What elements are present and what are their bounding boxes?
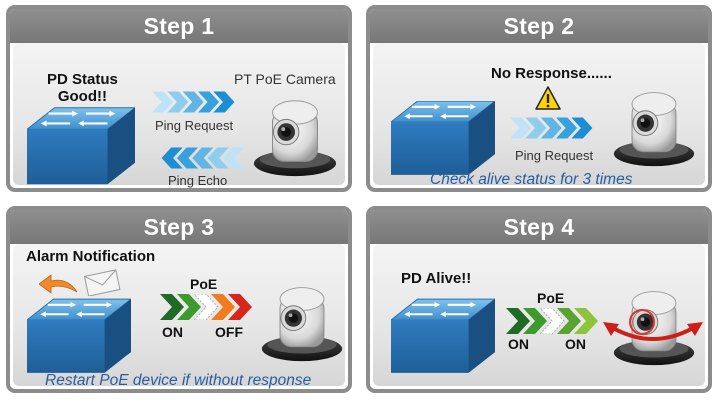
no-response-label: No Response...... <box>491 65 612 82</box>
camera-icon <box>259 278 345 364</box>
camera-icon <box>605 274 701 384</box>
camera-icon <box>251 91 339 179</box>
camera-label: PT PoE Camera <box>234 71 336 87</box>
step-1-body: PD Status Good!! PT PoE Camera Ping Requ… <box>13 43 345 188</box>
camera-icon <box>611 83 697 169</box>
ping-echo-arrow <box>152 147 244 169</box>
on-label: ON <box>162 324 183 340</box>
envelope-icon <box>83 269 121 296</box>
ping-request-arrow <box>152 91 244 113</box>
step-4-title: Step 4 <box>370 210 708 244</box>
poe-label: PoE <box>190 276 218 292</box>
ping-request-arrow <box>510 117 602 139</box>
step-3-body: Alarm Notification PoE ON OFF Restart Po… <box>13 244 345 389</box>
step-4-body: PD Alive!! PoE ON ON <box>373 244 705 386</box>
switch-icon <box>27 298 131 374</box>
switch-icon <box>27 107 135 185</box>
step-1-panel: Step 1 PD Status Good!! PT PoE Camera Pi… <box>6 5 352 192</box>
alarm-arrow-icon <box>39 274 78 294</box>
switch-icon <box>391 298 495 374</box>
step-1-title: Step 1 <box>10 9 348 43</box>
switch-icon <box>391 101 495 175</box>
step-2-panel: Step 2 No Response...... Ping Request Ch… <box>366 5 712 192</box>
on-label: ON <box>508 336 529 352</box>
restart-poe-note: Restart PoE device if without response <box>45 372 312 389</box>
poe-on-on-arrows <box>506 308 598 334</box>
rotation-arrow-icon <box>603 322 703 341</box>
step-4-panel: Step 4 PD Alive!! PoE ON ON <box>366 206 712 393</box>
check-alive-note: Check alive status for 3 times <box>430 171 633 188</box>
pd-status-label: PD Status Good!! <box>47 71 118 105</box>
step-2-body: No Response...... Ping Request Check ali… <box>373 43 705 188</box>
ping-request-label: Ping Request <box>515 148 594 163</box>
step-3-panel: Step 3 Alarm Notification PoE ON OFF Res… <box>6 206 352 393</box>
poe-label: PoE <box>537 290 565 306</box>
step-2-title: Step 2 <box>370 9 708 43</box>
step-3-title: Step 3 <box>10 210 348 244</box>
ping-request-label: Ping Request <box>155 118 234 133</box>
poe-on-off-arrows <box>160 294 252 320</box>
off-label: OFF <box>215 324 243 340</box>
ping-echo-label: Ping Echo <box>168 173 228 188</box>
alarm-notification-label: Alarm Notification <box>26 248 156 265</box>
warning-icon <box>535 86 561 110</box>
pd-alive-label: PD Alive!! <box>401 270 472 287</box>
on-label-2: ON <box>565 336 586 352</box>
